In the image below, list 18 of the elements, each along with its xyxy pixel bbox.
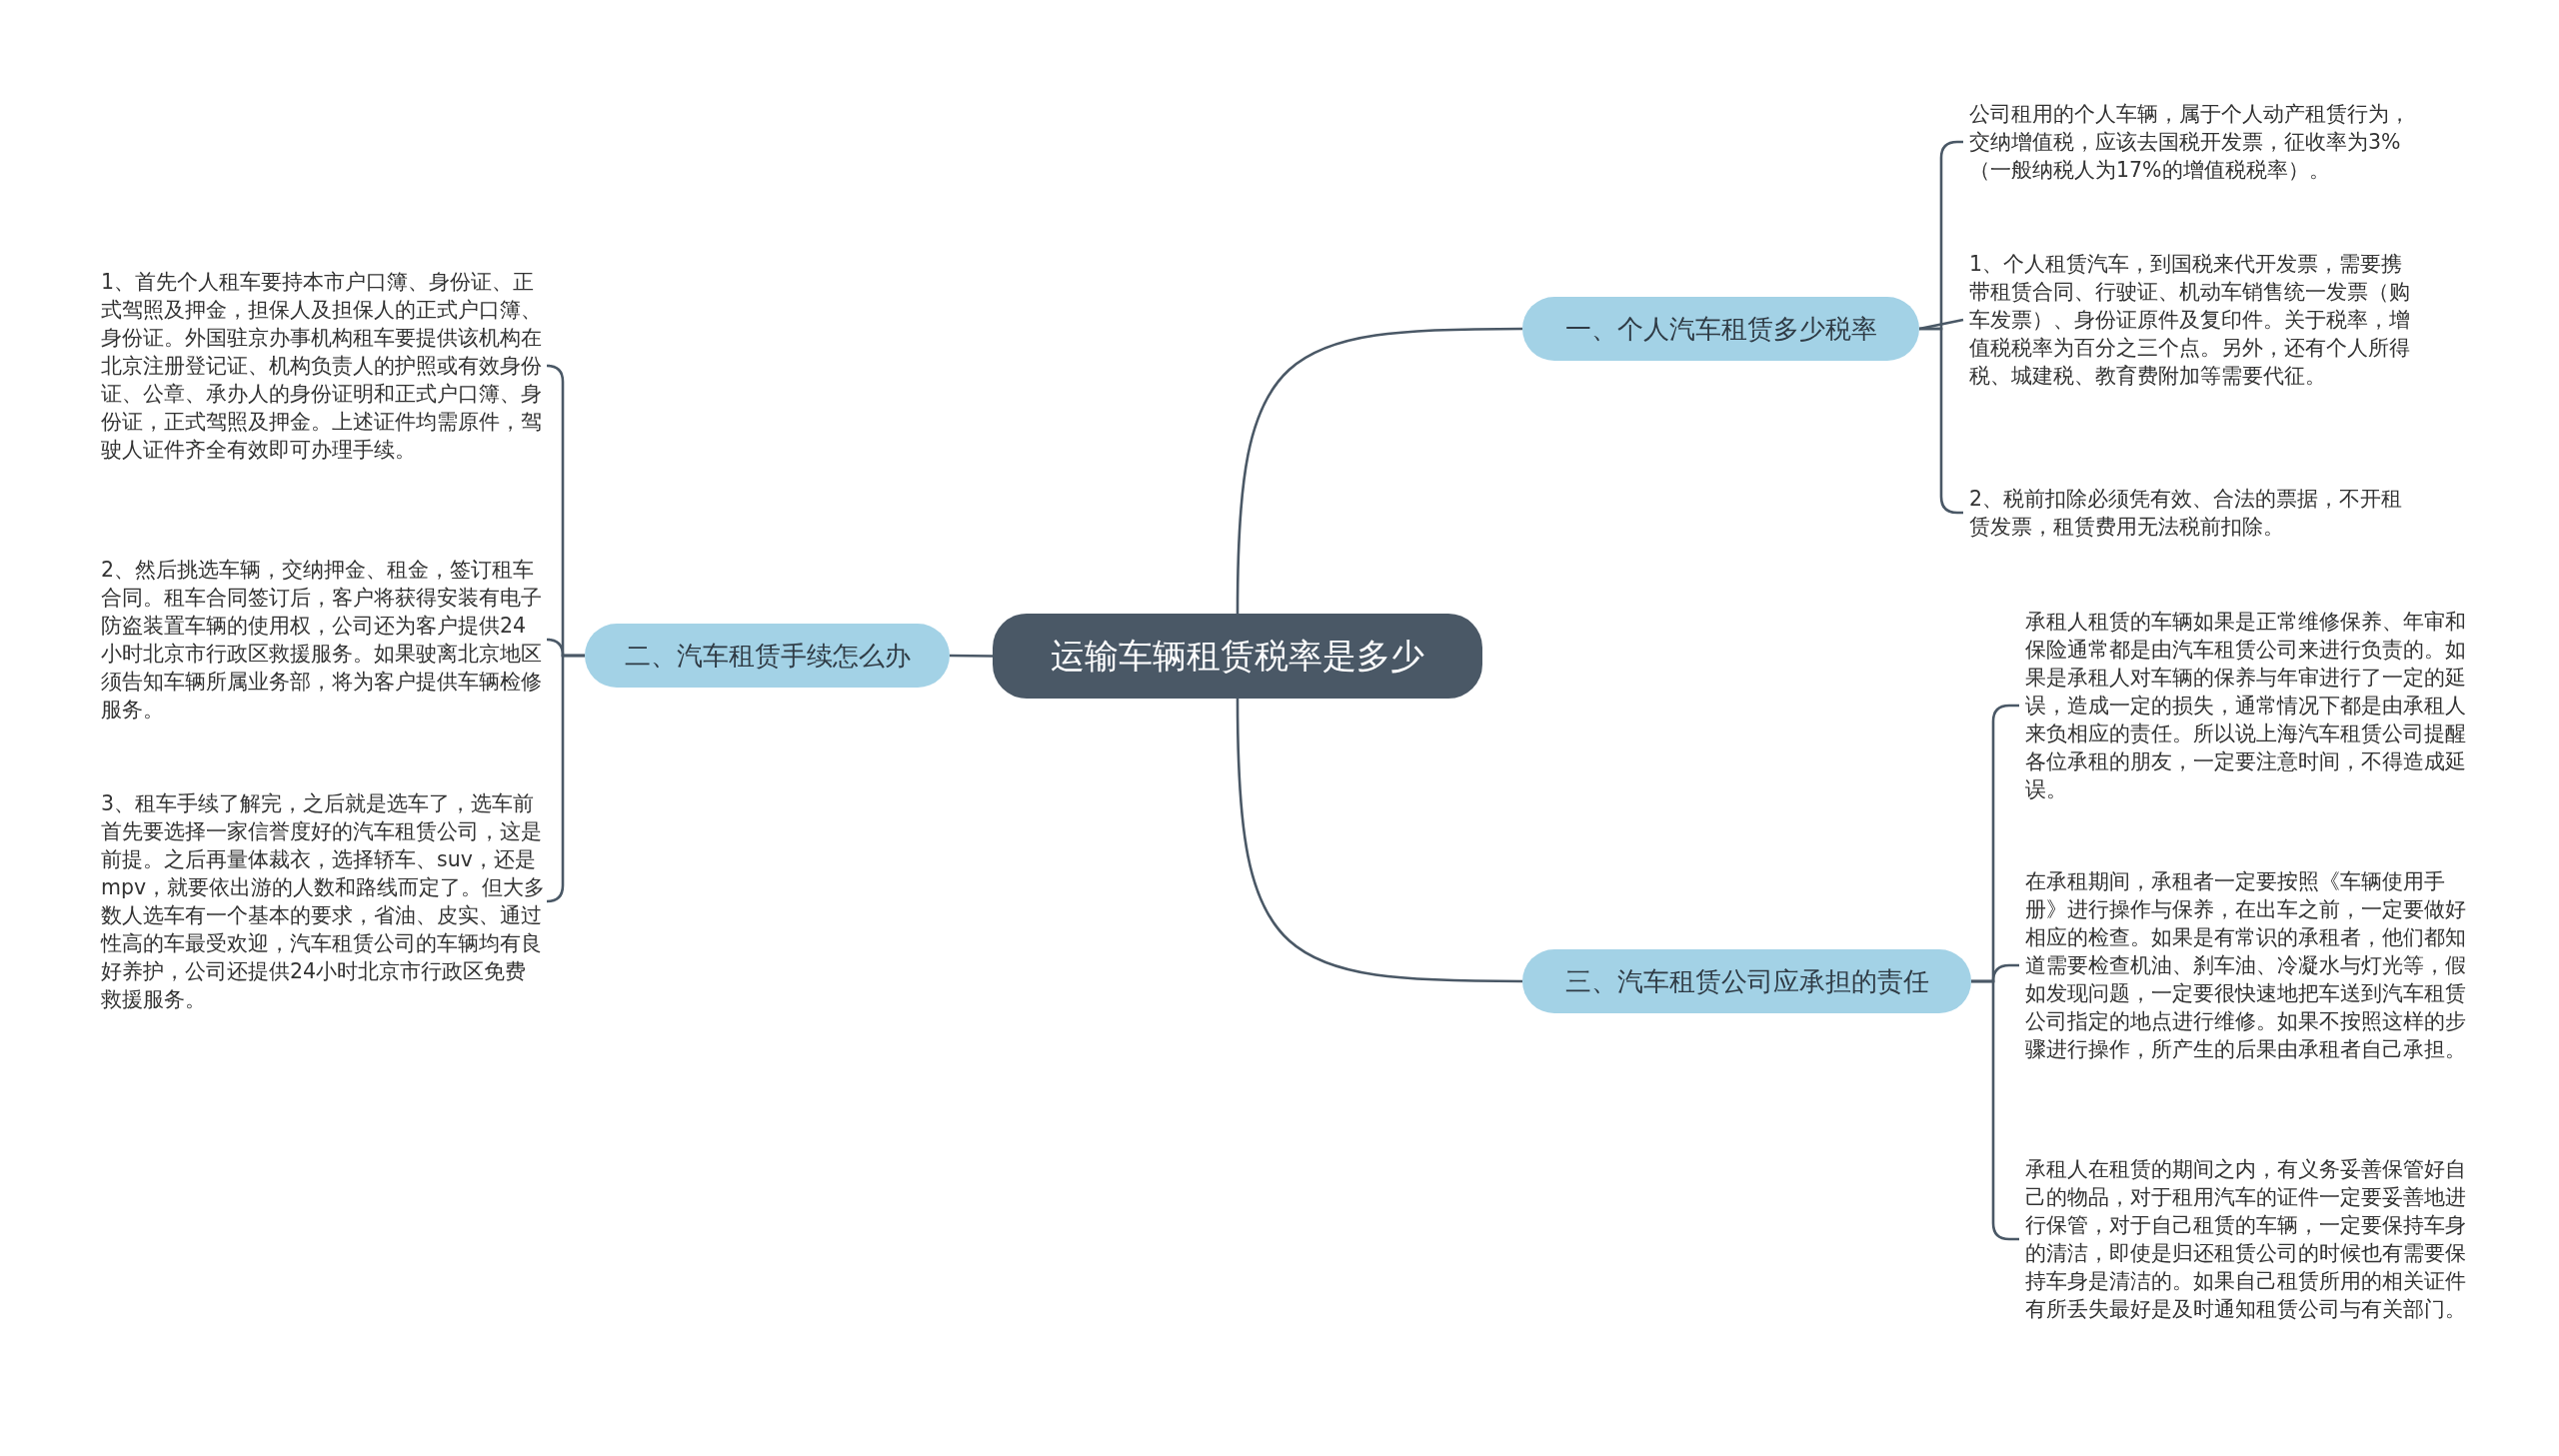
branch-topic-box: 三、汽车租赁公司应承担的责任 xyxy=(1522,949,1971,1013)
connector-line xyxy=(1236,699,1522,983)
connector-line xyxy=(545,654,585,903)
leaf-text: 公司租用的个人车辆，属于个人动产租赁行为，交纳增值税，应该去国税开发票，征收率为3%（一般纳税人为17%的增值税税率）。 xyxy=(1969,100,2414,184)
central-topic-box: 运输车辆租赁税率是多少 xyxy=(993,614,1482,699)
branch-topic-box: 二、汽车租赁手续怎么办 xyxy=(585,624,950,688)
leaf-text: 2、然后挑选车辆，交纳押金、租金，签订租车合同。租车合同签订后，客户将获得安装有电子防盗装置车辆的使用权，公司还为客户提供24小时北京市行政区救援服务。如果驶离北京地区须告知车辆所属业务部，将为客户提供车辆检修服务。 xyxy=(101,556,546,724)
leaf-text: 2、税前扣除必须凭有效、合法的票据，不开租赁发票，租赁费用无法税前扣除。 xyxy=(1969,485,2414,541)
connector-line xyxy=(1918,318,1964,331)
leaf-text: 在承租期间，承租者一定要按照《车辆使用手册》进行操作与保养，在出车之前，一定要做好相应的检查。如果是有常识的承租者，他们都知道需要检查机油、刹车油、冷凝水与灯光等，假如发现问题，一定要很快速地把车送到汽车租赁公司指定的地点进行维修。如果不按照这样的步骤进行操作，所产生的后果由承租者自己承担。 xyxy=(2025,867,2470,1063)
branch-topic-box: 一、个人汽车租赁多少税率 xyxy=(1522,297,1919,361)
leaf-text: 承租人租赁的车辆如果是正常维修保养、年审和保险通常都是由汽车租赁公司来进行负责的。如果是承租人对车辆的保养与年审进行了一定的延误，造成一定的损失，通常情况下都是由承租人来负相应的责任。所以说上海汽车租赁公司提醒各位承租的朋友，一定要注意时间，不得造成延误。 xyxy=(2025,608,2470,803)
leaf-text: 承租人在租赁的期间之内，有义务妥善保管好自己的物品，对于租用汽车的证件一定要妥善地进行保管，对于自己租赁的车辆，一定要保持车身的清洁，即使是归还租赁公司的时候也有需要保持车身是清洁的。如果自己租赁所用的相关证件有所丢失最好是及时通知租赁公司与有关部门。 xyxy=(2025,1155,2470,1323)
leaf-text: 1、首先个人租车要持本市户口簿、身份证、正式驾照及押金，担保人及担保人的正式户口簿、身份证。外国驻京办事机构租车要提供该机构在北京注册登记证、机构负责人的护照或有效身份证、公章、承办人的身份证明和正式户口簿、身份证，正式驾照及押金。上述证件均需原件，驾驶人证件齐全有效即可办理手续。 xyxy=(101,268,546,464)
leaf-text: 3、租车手续了解完，之后就是选车了，选车前首先要选择一家信誉度好的汽车租赁公司，这是前提。之后再量体裁衣，选择轿车、suv，还是mpv，就要依出游的人数和路线而定了。但大多数人选车有一个基本的要求，省油、皮实、通过性高的车最受欢迎，汽车租赁公司的车辆均有良好养护，公司还提供24小时北京市行政区免费救援服务。 xyxy=(101,789,546,1013)
connector-line xyxy=(950,654,993,658)
leaf-text: 1、个人租赁汽车，到国税来代开发票，需要携带租赁合同、行驶证、机动车销售统一发票（购车发票）、身份证原件及复印件。关于税率，增值税税率为百分之三个点。另外，还有个人所得税、城建税、教育费附加等需要代征。 xyxy=(1969,250,2414,390)
connector-line xyxy=(1236,327,1522,614)
